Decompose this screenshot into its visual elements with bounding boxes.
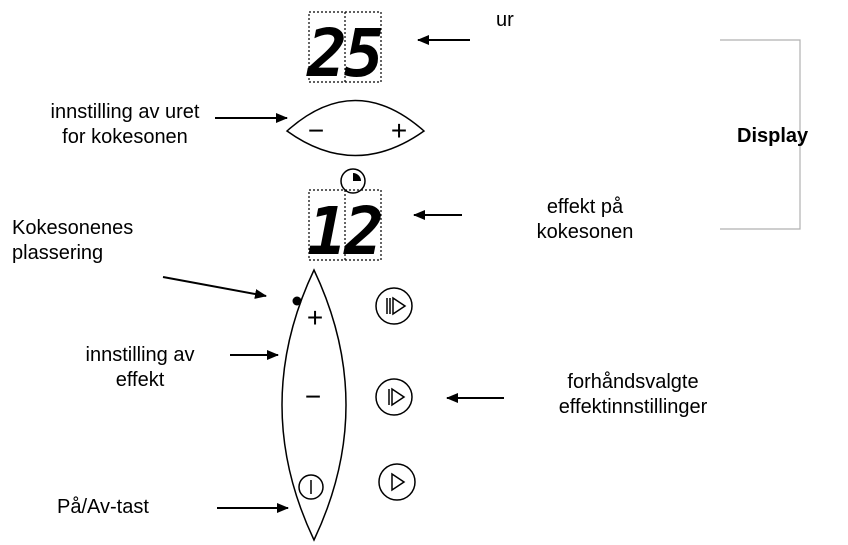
power-display-label-line1: effekt på	[546, 196, 624, 218]
display-group-label: Display	[737, 125, 809, 147]
preset-button-medium[interactable]	[375, 378, 413, 416]
power-display: 1 2	[307, 189, 384, 270]
display-bracket	[720, 39, 801, 230]
power-display-digit-2: 2	[343, 193, 384, 270]
power-display-label-line2: kokesonen	[536, 221, 634, 243]
zone-position-label-line2: plassering	[12, 242, 104, 264]
play-icon	[392, 296, 407, 316]
power-icon	[298, 474, 324, 500]
play-icon	[391, 472, 406, 492]
time-display: 2 5	[306, 11, 384, 92]
presets-label-line1: forhåndsvalgte	[567, 371, 699, 393]
preset-button-low[interactable]	[378, 463, 416, 501]
timer-adjust-label: innstilling av uret for kokesonen	[0, 100, 250, 150]
power-adjust-control[interactable]: + −	[281, 268, 347, 542]
presets-label: forhåndsvalgte effektinnstillinger	[508, 370, 758, 420]
time-display-digit-2: 5	[344, 15, 384, 92]
power-adjust-label-line1: innstilling av	[85, 344, 195, 366]
timer-plus-button[interactable]: +	[391, 115, 407, 146]
zone-position-dot	[292, 296, 302, 306]
preset-button-high[interactable]	[375, 287, 413, 325]
zone-position-label: Kokesonenes plassering	[12, 216, 133, 266]
power-adjust-label: innstilling av effekt	[50, 343, 230, 393]
time-display-digit-1: 2	[306, 15, 347, 92]
power-display-label: effekt på kokesonen	[510, 195, 660, 245]
on-off-button[interactable]	[298, 474, 324, 500]
power-minus-button[interactable]: −	[305, 381, 321, 412]
timer-adjust-label-line2: for kokesonen	[62, 126, 188, 148]
power-adjust-label-line2: effekt	[115, 369, 165, 391]
zone-position-label-line1: Kokesonenes	[12, 217, 134, 239]
power-plus-button[interactable]: +	[307, 302, 323, 333]
presets-label-line2: effektinnstillinger	[558, 396, 708, 418]
timer-adjust-control[interactable]: − +	[285, 99, 426, 194]
time-display-label: ur	[496, 9, 514, 31]
arrow-to-zone-position	[162, 276, 267, 299]
on-off-label: På/Av-tast	[57, 496, 149, 518]
power-display-digit-1: 1	[307, 193, 347, 270]
timer-minus-button[interactable]: −	[308, 115, 324, 146]
play-icon	[391, 387, 406, 407]
timer-adjust-label-line1: innstilling av uret	[50, 101, 200, 123]
